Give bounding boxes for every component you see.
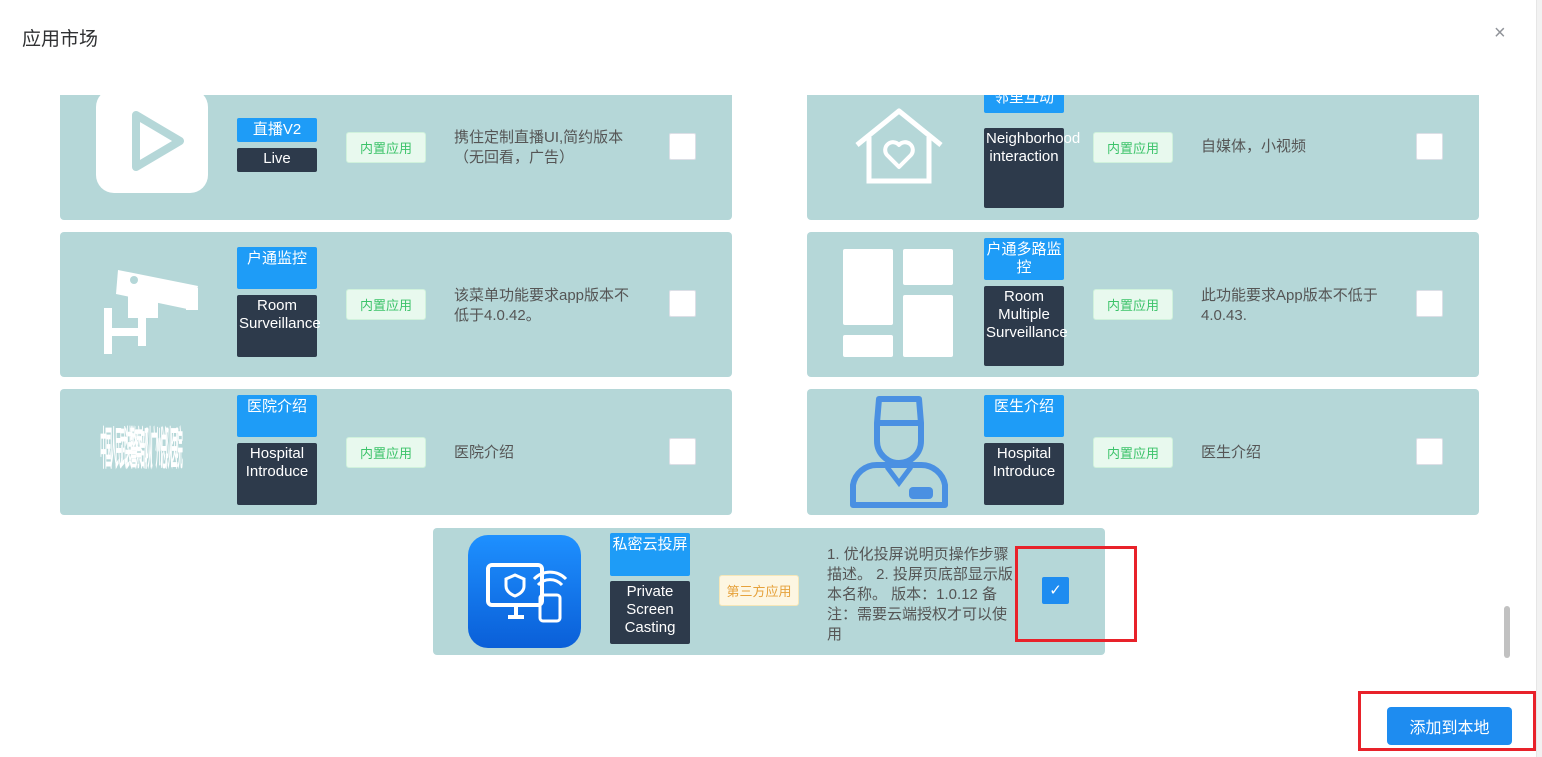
app-select-checkbox[interactable] xyxy=(1416,133,1443,160)
app-type-badge: 内置应用 xyxy=(1093,132,1173,163)
app-type-badge: 内置应用 xyxy=(1093,289,1173,320)
hospital-logo-text: 中国人民武装警察部队广州总队医院 xyxy=(100,425,183,475)
app-select-checkbox[interactable] xyxy=(669,133,696,160)
scrollbar-thumb[interactable] xyxy=(1504,606,1510,658)
app-card-live: 直播V2 Live 内置应用 携住定制直播UI,简约版本（无回看，广告） xyxy=(60,95,732,220)
screen-cast-icon xyxy=(468,535,581,648)
highlight-box-add-button xyxy=(1358,691,1536,751)
app-name-zh: 医生介绍 xyxy=(984,395,1064,437)
app-select-checkbox[interactable] xyxy=(1416,438,1443,465)
grid-layout-icon xyxy=(843,249,953,357)
app-name-en: Live xyxy=(237,148,317,172)
app-name-en: Room Multiple Surveillance xyxy=(984,286,1068,366)
highlight-box-checkbox xyxy=(1015,546,1137,642)
tv-play-icon xyxy=(96,95,208,193)
app-description: 医院介绍 xyxy=(454,444,515,461)
app-select-checkbox[interactable] xyxy=(1416,290,1443,317)
app-type-badge: 内置应用 xyxy=(346,289,426,320)
app-description: 自媒体，小视频 xyxy=(1201,138,1307,155)
app-type-badge: 内置应用 xyxy=(346,132,426,163)
app-name-zh: 私密云投屏 xyxy=(610,533,690,576)
dialog-title: 应用市场 xyxy=(22,29,99,50)
app-name-zh: 直播V2 xyxy=(237,118,317,142)
app-card-doctor-introduce: 医生介绍 Hospital Introduce 内置应用 医生介绍 xyxy=(807,389,1479,515)
app-select-checkbox-checked[interactable]: ✓ xyxy=(1042,577,1069,604)
app-description: 医生介绍 xyxy=(1201,444,1262,461)
app-card-neighborhood: 邻里互动 Neighborhood interaction 内置应用 自媒体，小… xyxy=(807,95,1479,220)
app-select-checkbox[interactable] xyxy=(669,290,696,317)
app-type-badge: 内置应用 xyxy=(346,437,426,468)
app-name-en: Private Screen Casting xyxy=(610,581,690,644)
app-description: 此功能要求App版本不低于4.0.43. xyxy=(1201,287,1378,324)
doctor-icon xyxy=(850,396,948,508)
app-list-viewport: 直播V2 Live 内置应用 携住定制直播UI,简约版本（无回看，广告） 邻里互… xyxy=(0,95,1536,680)
app-card-private-screen-casting: 私密云投屏 Private Screen Casting 第三方应用 1. 优化… xyxy=(433,528,1105,655)
hospital-logo-icon: 中国人民武装警察部队广州总队医院 xyxy=(100,425,210,485)
cctv-camera-icon xyxy=(104,270,198,354)
app-name-zh: 户通多路监控 xyxy=(984,238,1064,280)
app-name-en: Hospital Introduce xyxy=(984,443,1064,505)
app-card-room-multiple-surveillance: 户通多路监控 Room Multiple Surveillance 内置应用 此… xyxy=(807,232,1479,377)
add-to-local-button[interactable]: 添加到本地 xyxy=(1387,707,1512,745)
app-description: 该菜单功能要求app版本不低于4.0.42。 xyxy=(454,287,630,324)
app-type-badge: 内置应用 xyxy=(1093,437,1173,468)
app-name-en: Room Surveillance xyxy=(237,295,321,357)
app-type-badge: 第三方应用 xyxy=(719,575,799,606)
app-name-en: Neighborhood interaction xyxy=(984,128,1080,208)
background-page-edge xyxy=(1536,0,1542,757)
app-name-zh: 医院介绍 xyxy=(237,395,317,437)
app-name-zh: 户通监控 xyxy=(237,247,317,289)
close-icon[interactable]: × xyxy=(1494,22,1506,44)
app-card-room-surveillance: 户通监控 Room Surveillance 内置应用 该菜单功能要求app版本… xyxy=(60,232,732,377)
app-name-zh: 邻里互动 xyxy=(984,95,1064,113)
app-select-checkbox[interactable] xyxy=(669,438,696,465)
app-description: 1. 优化投屏说明页操作步骤描述。 2. 投屏页底部显示版本名称。 版本：1.0… xyxy=(827,546,1013,643)
app-name-en: Hospital Introduce xyxy=(237,443,317,505)
home-heart-icon xyxy=(855,108,943,184)
app-description: 携住定制直播UI,简约版本（无回看，广告） xyxy=(454,129,624,166)
app-card-hospital-introduce: 中国人民武装警察部队广州总队医院 医院介绍 Hospital Introduce… xyxy=(60,389,732,515)
